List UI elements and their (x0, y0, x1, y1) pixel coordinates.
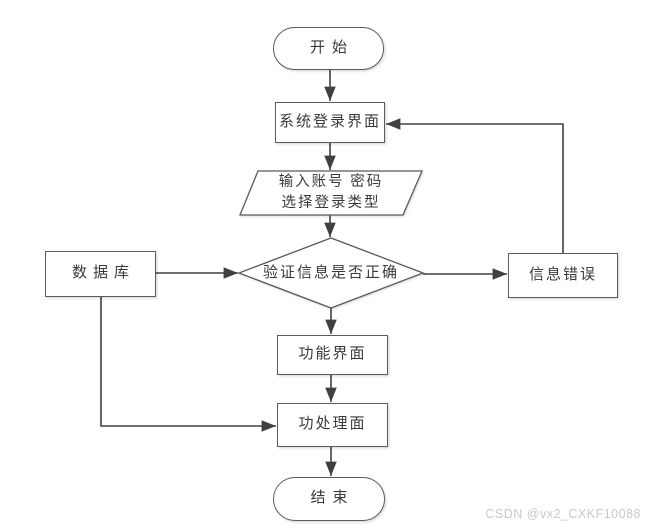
input-parallelogram-shape (239, 170, 423, 216)
database-node: 数据库 (45, 251, 156, 297)
function-screen-node: 功能界面 (277, 335, 388, 375)
csdn-watermark: CSDN @vx2_CXKF10088 (485, 507, 641, 521)
function-screen-label: 功能界面 (298, 346, 367, 363)
verify-decision-node: 验证信息是否正确 (239, 238, 423, 308)
login-screen-label: 系统登录界面 (278, 113, 381, 130)
start-label: 开始 (309, 39, 354, 56)
end-node: 结束 (273, 477, 385, 521)
verify-diamond-shape (237, 237, 425, 309)
edge-error-to-login-feedback (386, 118, 564, 253)
input-credentials-node: 输入账号 密码 选择登录类型 (240, 171, 422, 215)
login-screen-node: 系统登录界面 (275, 102, 385, 143)
edge-database-to-process (100, 297, 276, 432)
verify-decision-label: 验证信息是否正确 (262, 264, 399, 281)
database-label: 数据库 (71, 265, 135, 282)
input-credentials-line1: 输入账号 密码 (278, 174, 384, 190)
end-label: 结束 (310, 490, 355, 507)
processing-screen-label: 功处理面 (298, 416, 367, 433)
info-error-label: 信息错误 (528, 266, 597, 283)
start-node: 开始 (273, 27, 384, 70)
processing-screen-node: 功处理面 (277, 403, 388, 447)
info-error-node: 信息错误 (508, 253, 618, 298)
input-credentials-line2: 选择登录类型 (281, 195, 381, 211)
